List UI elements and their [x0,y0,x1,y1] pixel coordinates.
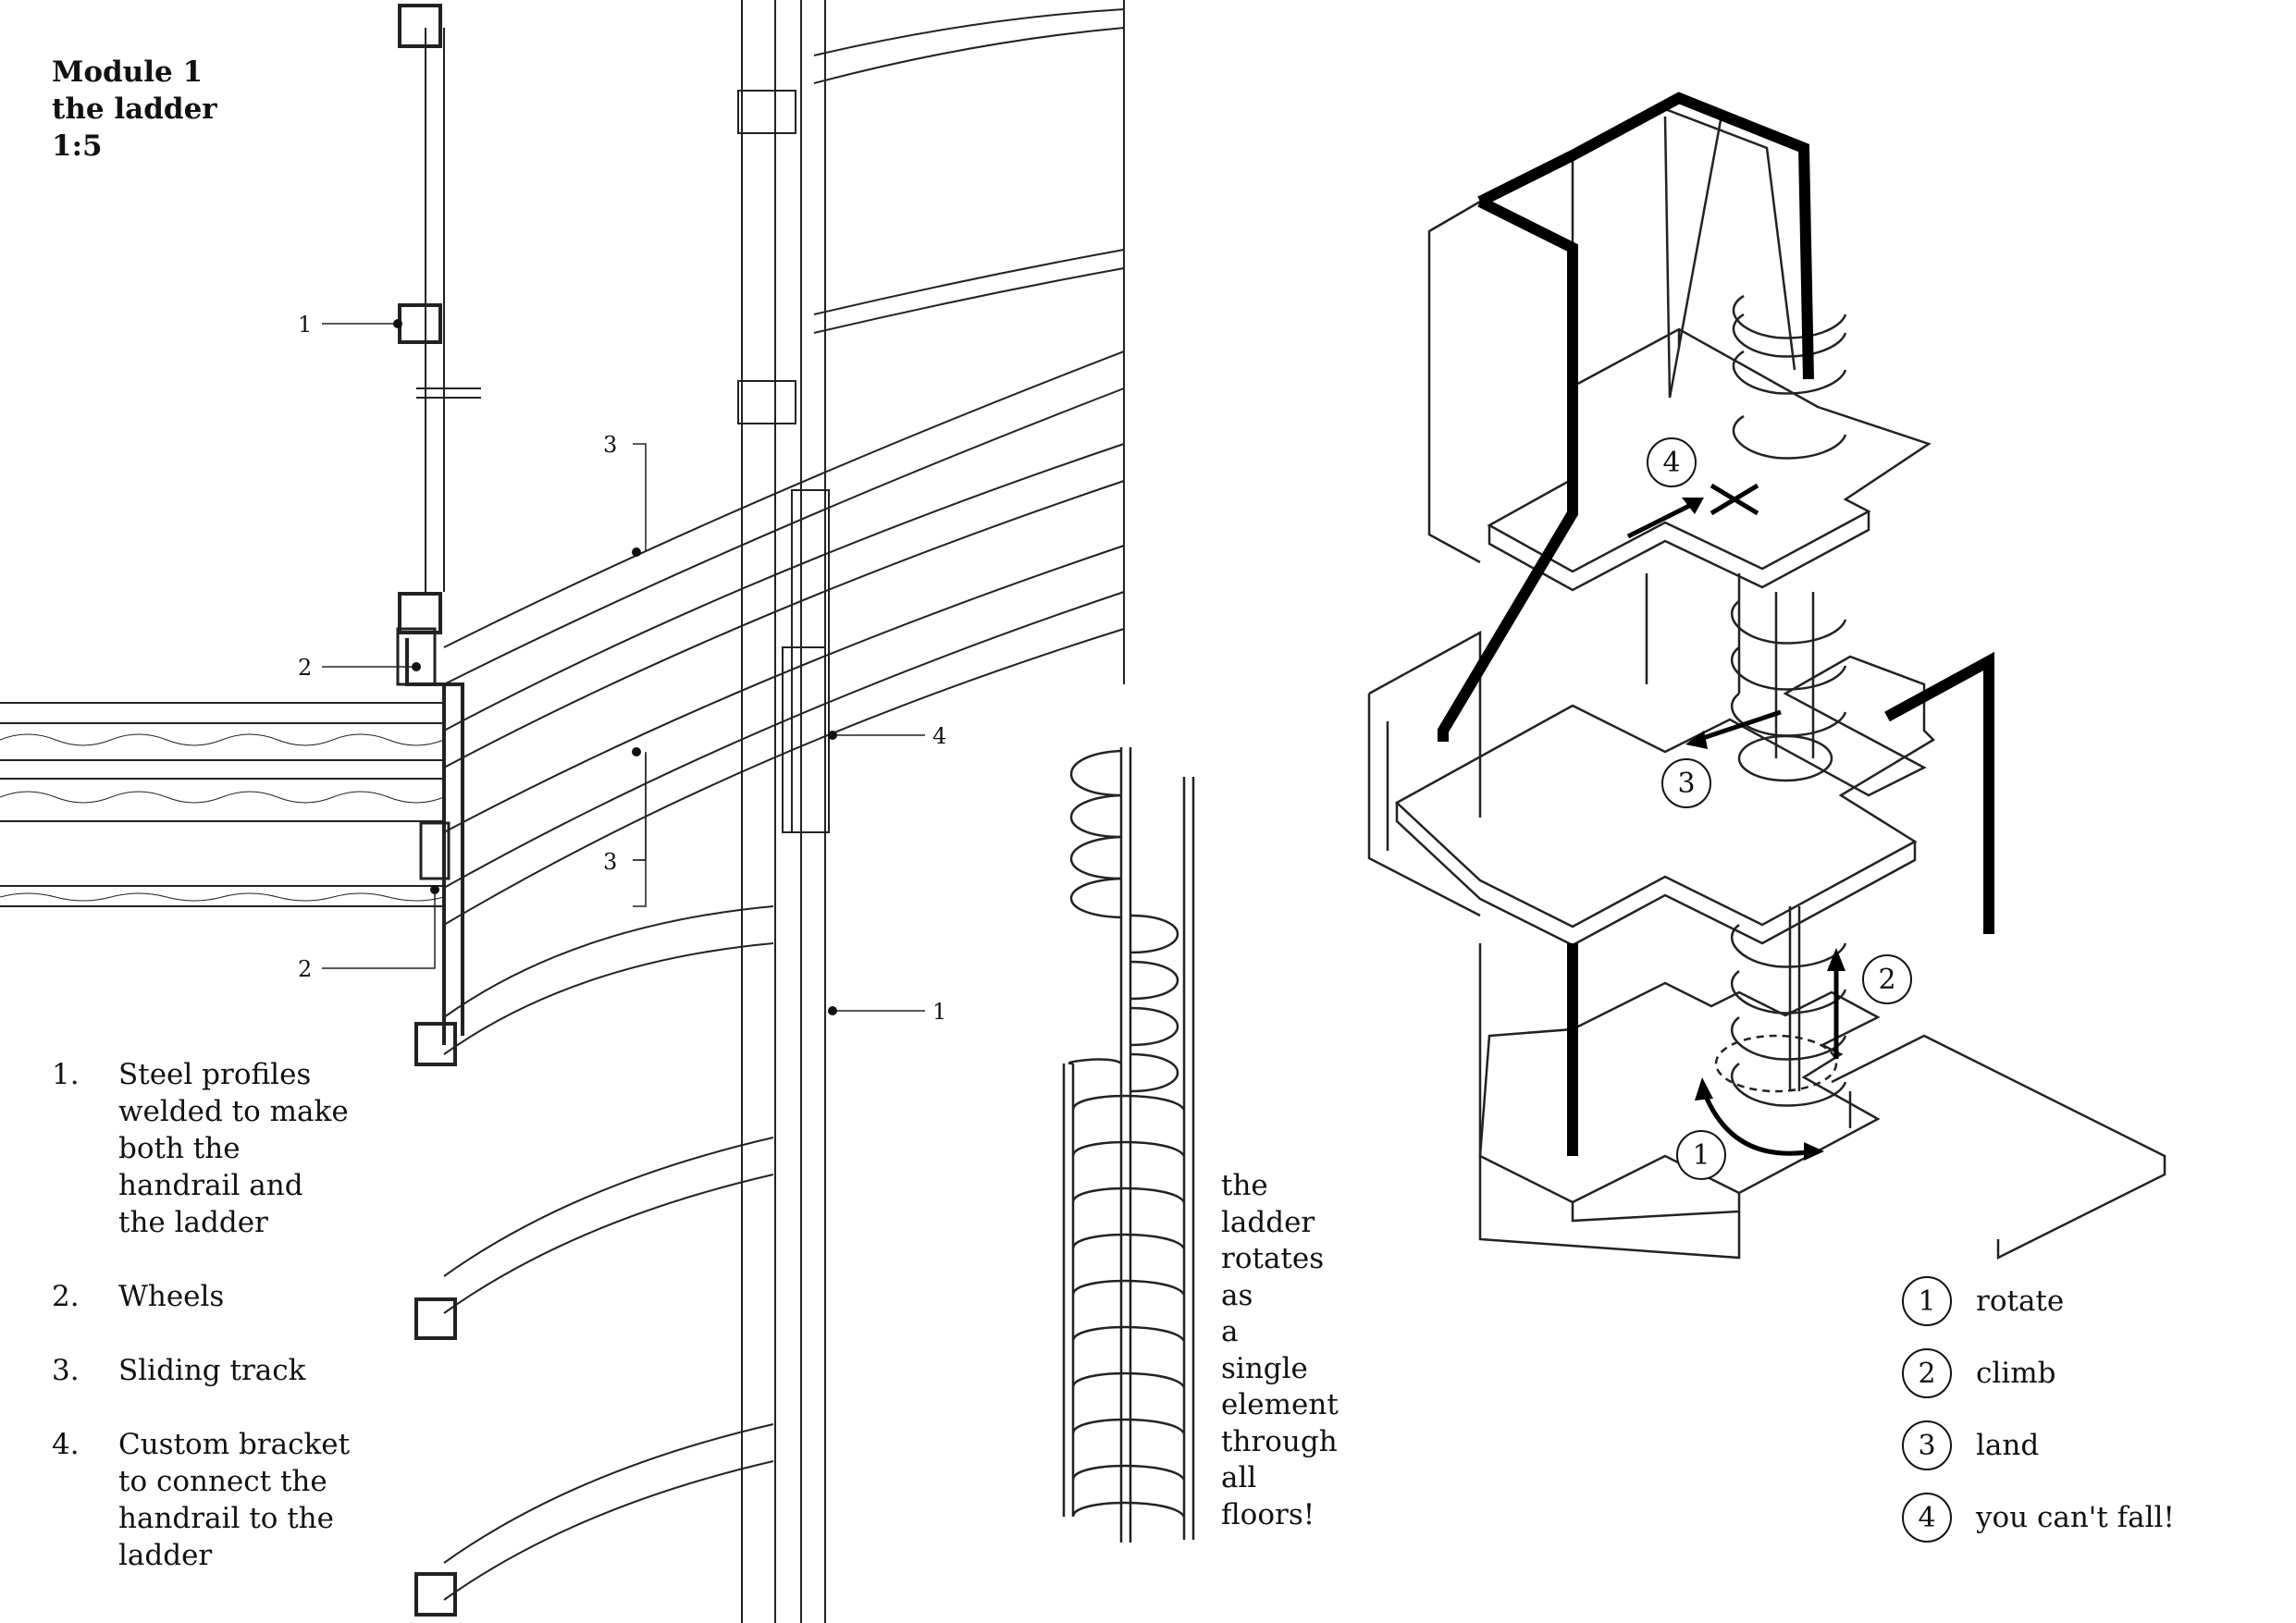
title-line-module: Module 1 [52,55,204,89]
legend-number: 3. [52,1354,80,1387]
rotation-note-word: through [1221,1424,1338,1458]
rotation-note-word: rotates [1221,1242,1325,1275]
legend-item-3: 3. Sliding track [52,1352,359,1389]
legend-number: 1. [52,1058,80,1091]
step-climb: 2 climb [1902,1346,2175,1401]
legend-text: Wheels [118,1280,225,1313]
step-rotate: 1 rotate [1902,1273,2175,1329]
step-number: 4 [1902,1493,1952,1543]
step-number: 3 [1902,1420,1952,1470]
leader-lines [322,323,925,1012]
ladder-main-column [737,0,830,1623]
step-label: rotate [1976,1285,2065,1318]
step-safety: 4 you can't fall! [1902,1490,2175,1545]
thick-walls [1438,92,1994,1156]
rotation-note-word: the [1221,1169,1268,1202]
spiral-ladder-elevation [1062,747,1195,1543]
legend-item-1: 1. Steel profiles welded to make both th… [52,1056,359,1241]
steps-legend: 1 rotate 2 climb 3 land 4 you can't fall… [1902,1273,2175,1562]
legend-text: Steel profiles welded to make both the h… [118,1058,349,1239]
callout-3b: 3 [603,849,618,875]
legend-list: 1. Steel profiles welded to make both th… [52,1056,359,1611]
legend-item-2: 2. Wheels [52,1278,359,1315]
legend-number: 2. [52,1280,80,1313]
legend-text: Custom bracket to connect the handrail t… [118,1428,351,1572]
rotation-note-word: a [1221,1315,1239,1348]
rotation-note-word: all [1221,1461,1257,1494]
title-line-scale: 1:5 [52,129,103,163]
rotation-note-word: ladder [1221,1205,1315,1239]
ladder-left-rail [398,4,481,1617]
callout-2a: 2 [298,655,313,681]
title-line-name: the ladder [52,92,217,126]
legend-number: 4. [52,1428,80,1461]
iso-marker-2: 2 [1862,954,1912,1004]
floor-slab-section [0,627,464,1045]
leader-dots [393,319,837,1015]
callout-1a: 1 [298,312,313,338]
callout-2b: 2 [298,956,313,982]
legend-text: Sliding track [118,1354,306,1387]
rotation-note: the ladder rotates as a single element t… [1221,1168,1339,1533]
step-number: 1 [1902,1276,1952,1326]
step-number: 2 [1902,1348,1952,1398]
step-label: land [1976,1429,2040,1462]
iso-marker-1: 1 [1676,1130,1726,1180]
legend-item-4: 4. Custom bracket to connect the handrai… [52,1426,359,1574]
step-label: climb [1976,1357,2056,1390]
step-label: you can't fall! [1976,1501,2175,1534]
iso-arrows [1626,483,1839,1156]
callout-1b: 1 [932,999,947,1025]
iso-marker-3: 3 [1661,758,1711,808]
curved-handrails [443,0,1125,1601]
arrow-heads [1682,498,1845,1161]
drawing-title: Module 1 the ladder 1:5 [52,54,217,165]
rotation-note-word: element [1221,1388,1339,1421]
rotation-note-word: as [1221,1278,1253,1312]
isometric-building [1367,107,2166,1260]
rotation-note-word: single [1221,1351,1308,1385]
callout-4: 4 [932,723,947,749]
iso-marker-4: 4 [1647,437,1697,487]
rotation-note-word: floors! [1221,1497,1315,1531]
callout-3a: 3 [603,432,618,458]
step-land: 3 land [1902,1418,2175,1473]
